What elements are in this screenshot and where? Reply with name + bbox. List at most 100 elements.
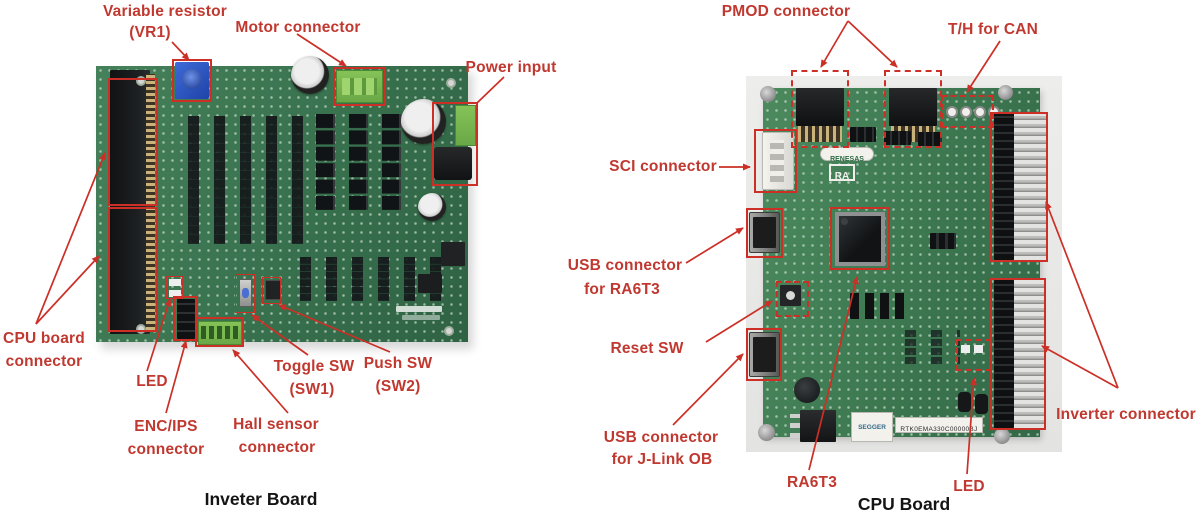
mounting-hole	[444, 326, 454, 336]
electrolytic-capacitor-power	[401, 99, 446, 144]
label-usb-jlink-line2: for J-Link OB	[611, 451, 713, 468]
annotation-box-vr1	[172, 59, 212, 102]
part-number-sticker: RTK0EMA330C00000BJ	[895, 417, 983, 433]
screw	[760, 86, 776, 102]
jumper-header	[930, 233, 956, 249]
cpu-led-components	[961, 345, 987, 353]
enc-ips-header	[177, 299, 195, 339]
label-push-sw-line2: (SW2)	[375, 378, 421, 395]
renesas-logo-text: RENESAS	[830, 156, 864, 163]
annotation-box-cpu-led	[956, 339, 991, 371]
silkscreen-marking	[396, 306, 442, 312]
regulator-component	[418, 274, 442, 293]
segger-logo: SEGGER	[851, 412, 893, 442]
label-pmod-connector: PMOD connector	[721, 3, 851, 20]
label-led-inverter: LED	[136, 373, 168, 390]
label-toggle-sw-line1: Toggle SW	[273, 358, 355, 375]
power-transistor-component	[800, 410, 836, 442]
label-vr1: (VR1)	[129, 24, 171, 41]
led-components	[169, 279, 181, 297]
can-through-hole	[946, 106, 958, 118]
annotation-box-pmod2	[884, 70, 942, 148]
jumper-header-row	[850, 293, 908, 319]
label-motor-connector: Motor connector	[235, 19, 361, 36]
arrow-pmod	[820, 20, 898, 68]
mounting-hole	[136, 324, 146, 334]
label-power-input: Power input	[465, 59, 557, 76]
annotation-box-usb-jlink	[746, 328, 782, 381]
annotation-box-toggle-sw	[235, 274, 255, 313]
via-matrix	[905, 330, 960, 364]
label-th-for-can: T/H for CAN	[947, 21, 1039, 38]
annotation-box-power-input	[432, 102, 478, 186]
screw	[994, 428, 1010, 444]
label-usb-ra6t3-line2: for RA6T3	[584, 281, 660, 298]
ra-logo-text: RA	[834, 171, 850, 182]
annotation-box-motor	[333, 67, 386, 106]
hall-sensor-slots	[201, 326, 239, 339]
label-reset-sw: Reset SW	[610, 340, 684, 357]
reset-switch-button	[786, 291, 795, 300]
label-sci-connector: SCI connector	[609, 158, 717, 175]
annotation-box-hall	[195, 317, 244, 347]
arrow-vr1	[171, 41, 190, 61]
inverter-connector-lower-pins	[1014, 280, 1046, 428]
arrow-cpu-board-connector	[35, 152, 106, 325]
annotation-box-inverter-conn-lower	[990, 278, 1046, 430]
inductor-component	[441, 242, 465, 266]
annotation-box-sci	[754, 129, 797, 193]
annotation-box-ra6t3	[830, 207, 890, 270]
label-variable-resistor: Variable resistor	[102, 3, 228, 20]
can-through-hole	[974, 106, 986, 118]
pmod-connector-1	[796, 88, 844, 126]
label-hall-sensor-line1: Hall sensor	[233, 416, 319, 433]
annotation-box-th-can	[941, 95, 994, 128]
annotation-box-push-sw	[262, 277, 281, 304]
annotation-box-cpu-connector-upper	[108, 78, 158, 206]
electrolytic-capacitor-large	[291, 56, 329, 94]
ra-logo: RA	[829, 164, 855, 182]
dc-power-jack	[434, 147, 472, 180]
transistor-component	[975, 394, 988, 414]
inverter-connector-upper	[994, 113, 1014, 260]
cpu-board-connector-component	[110, 70, 150, 334]
cpu-board-connector-pins	[146, 74, 155, 330]
label-enc-ips-line1: ENC/IPS	[134, 418, 198, 435]
transistor-component	[958, 392, 971, 412]
arrow-enc-ips	[165, 340, 188, 414]
label-enc-ips-line2: connector	[127, 441, 205, 458]
label-inverter-connector: Inverter connector	[1056, 406, 1196, 423]
segger-logo-text: SEGGER	[858, 424, 886, 431]
label-toggle-sw-line2: (SW1)	[289, 381, 335, 398]
can-through-hole	[960, 106, 972, 118]
caption-inverter-board: Inveter Board	[204, 489, 318, 509]
capacitor-component	[794, 377, 820, 403]
electrolytic-capacitor-small	[418, 193, 446, 221]
mosfet-power-stage	[316, 114, 402, 210]
part-number-text: RTK0EMA330C00000BJ	[900, 426, 978, 433]
jumper-header	[884, 131, 911, 145]
label-usb-ra6t3-line1: USB connector	[567, 257, 683, 274]
power-transistor-legs	[790, 414, 800, 438]
motor-connector-slots	[342, 78, 377, 95]
driver-component-cluster	[188, 116, 306, 244]
pmod-connector-2	[889, 88, 937, 126]
power-terminal-block	[455, 105, 476, 146]
arrow-usb-jlink	[672, 353, 744, 426]
screw	[758, 424, 775, 441]
jumper-header	[918, 132, 942, 146]
label-cpu-board-connector-line1: CPU board	[3, 330, 85, 347]
inverter-connector-upper-pins	[1014, 113, 1046, 260]
renesas-logo: RENESAS	[820, 147, 874, 163]
label-cpu-board-connector-line2: connector	[5, 353, 83, 370]
label-usb-jlink-line1: USB connector	[603, 429, 719, 446]
mounting-hole	[446, 78, 456, 88]
annotation-box-cpu-connector-lower	[108, 207, 158, 332]
label-hall-sensor-line2: connector	[238, 439, 316, 456]
jumper-header	[850, 127, 876, 142]
ra6t3-pin1-dot	[841, 218, 848, 225]
label-led-cpu: LED	[953, 478, 985, 495]
caption-cpu-board: CPU Board	[857, 494, 951, 514]
inverter-connector-lower	[994, 280, 1014, 428]
